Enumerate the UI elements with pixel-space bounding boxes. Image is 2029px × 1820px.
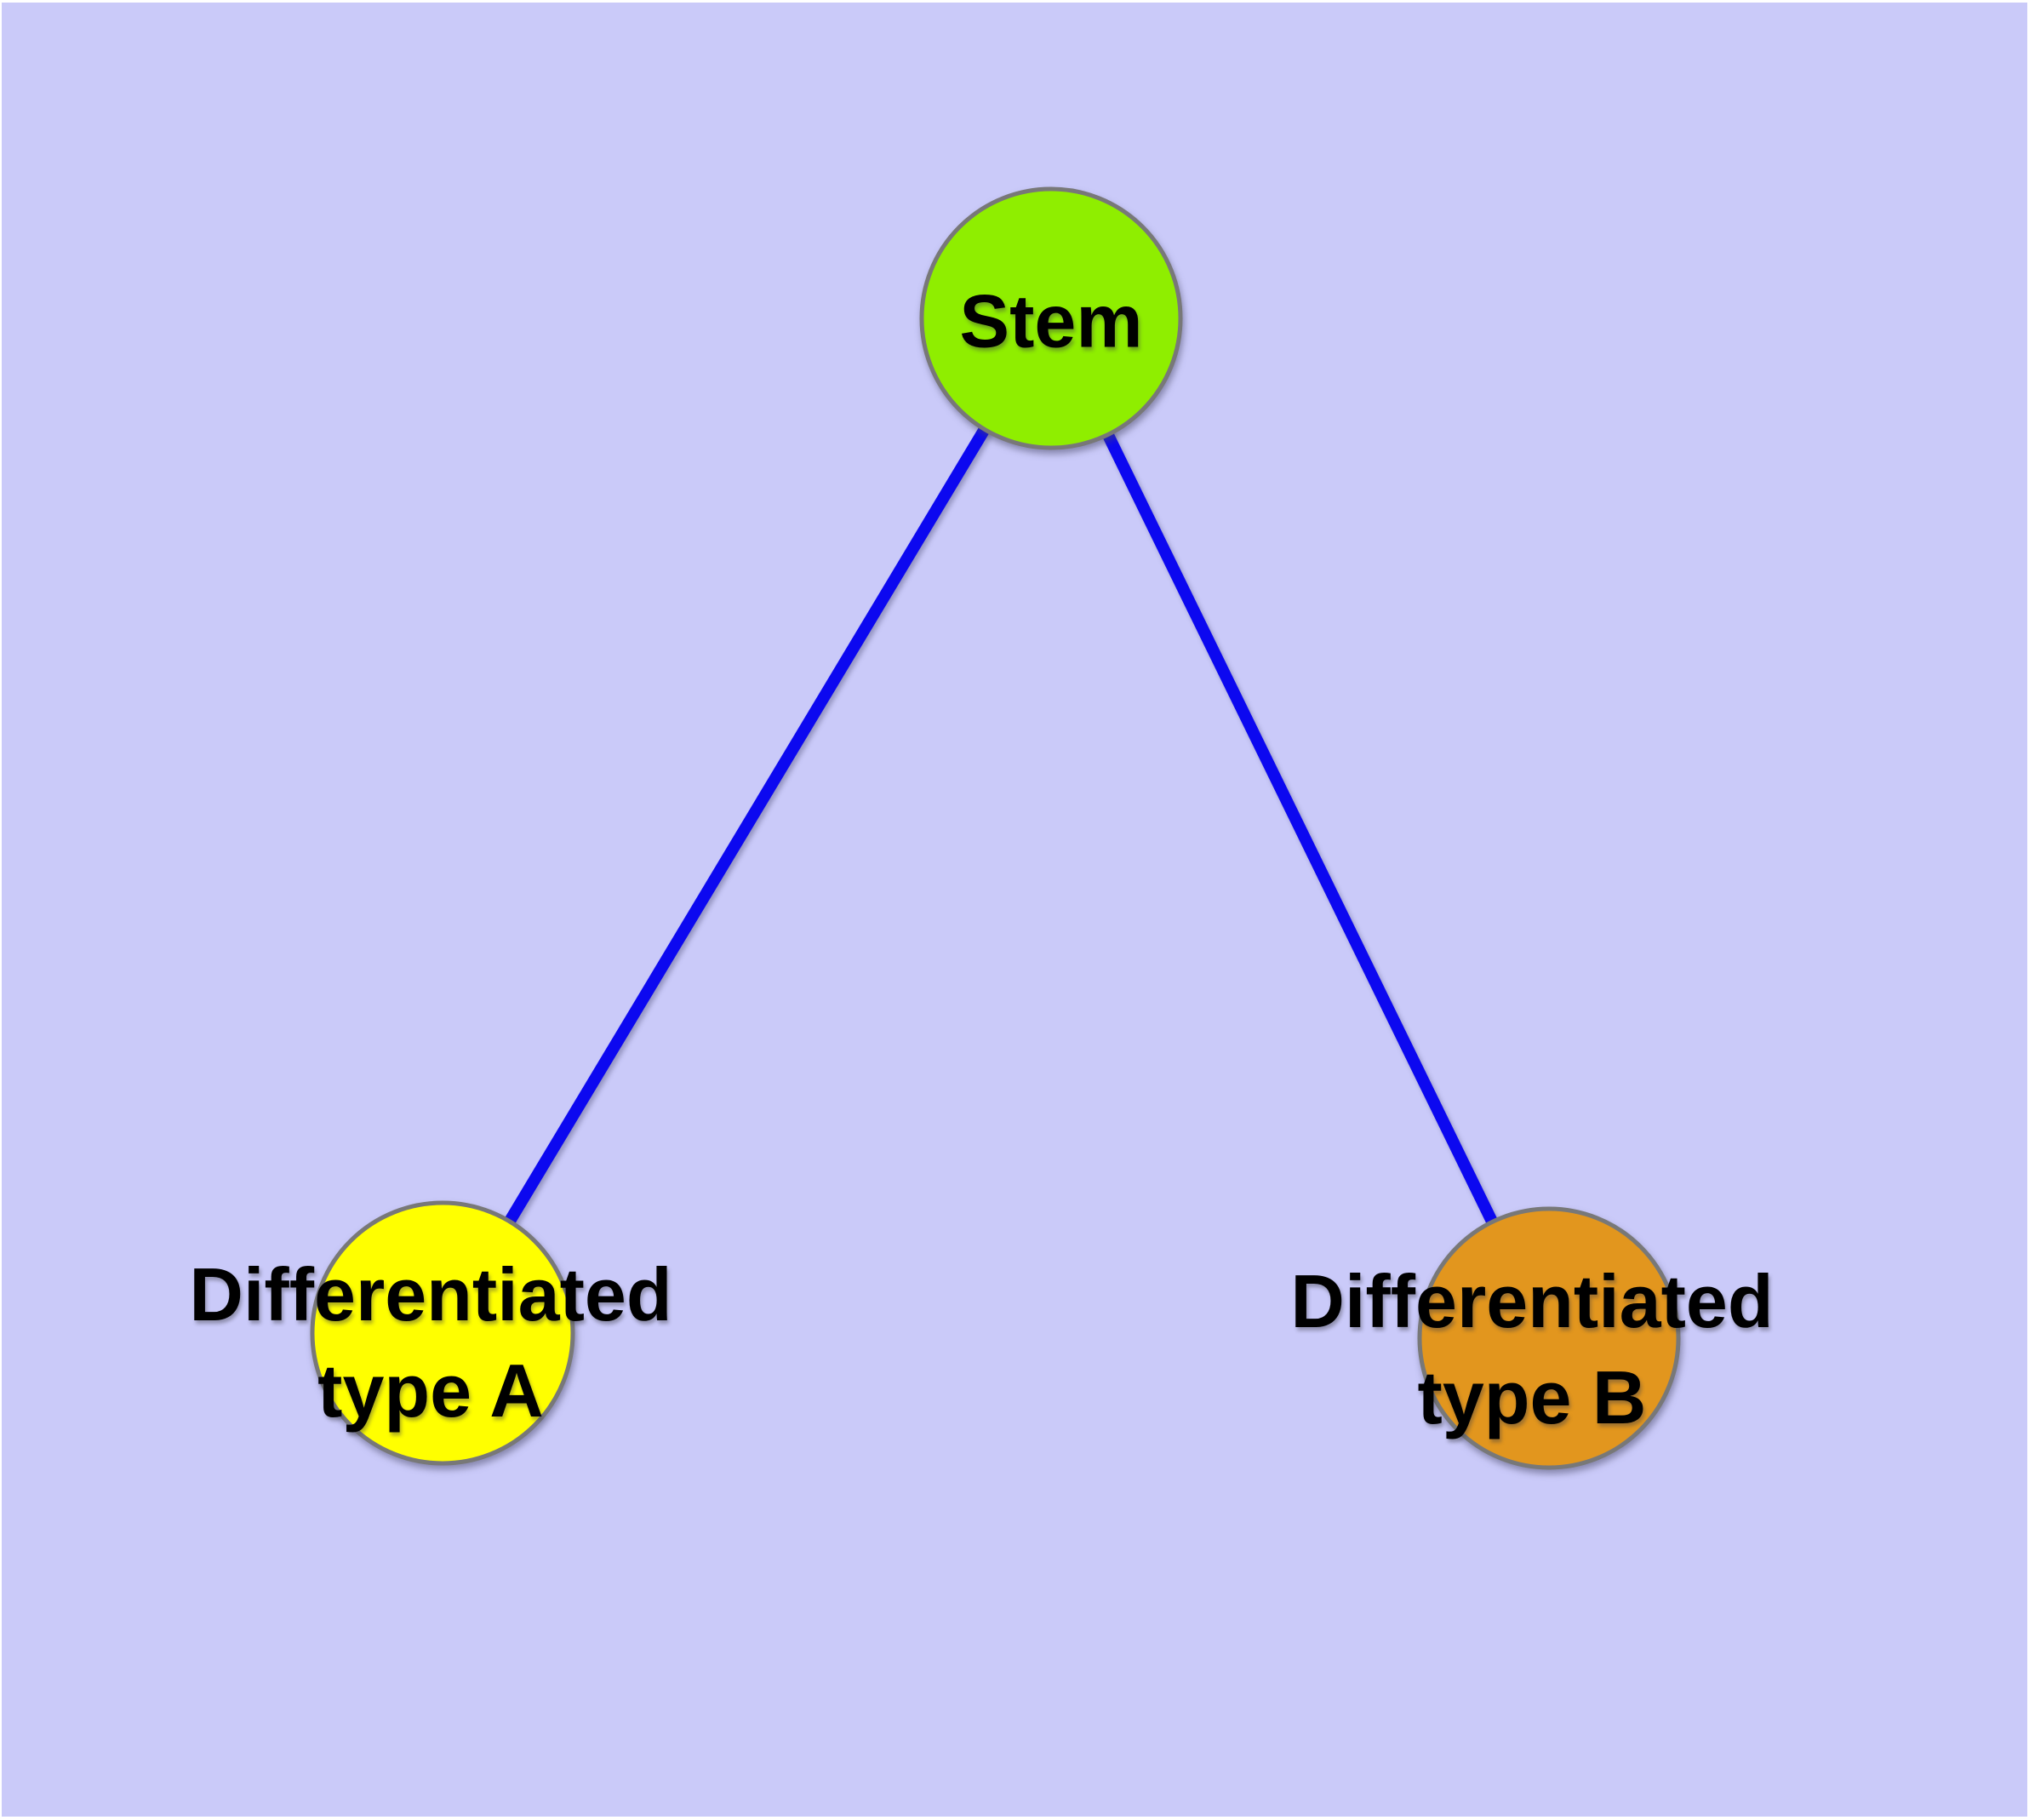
edge-stem-to-differentiated-type-a [437,315,1057,1336]
nodes-layer [310,186,1681,1470]
node-differentiated-type-b [1417,1206,1681,1470]
node-differentiated-type-a [310,1200,575,1466]
node-stem [919,186,1183,450]
edges-layer [437,315,1555,1342]
edge-stem-to-differentiated-type-b [1045,315,1555,1342]
